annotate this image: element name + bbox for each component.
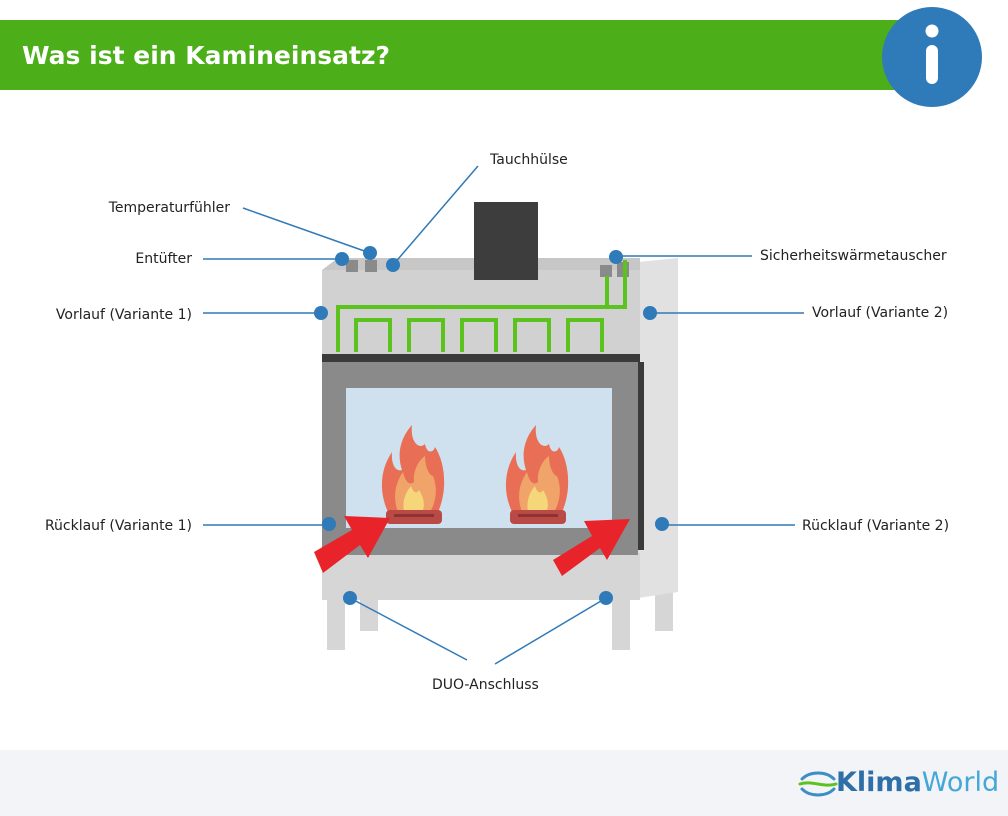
label-temperaturfuehler: Temperaturfühler <box>108 200 230 216</box>
klimaworld-logo-icon <box>798 771 838 797</box>
marker-dots <box>314 246 669 605</box>
flue-outlet <box>474 202 538 280</box>
door-edge <box>638 362 644 550</box>
info-icon <box>882 7 982 107</box>
sensor-block <box>600 265 612 277</box>
label-tauchhuelse: Tauchhülse <box>490 152 568 168</box>
label-vorlauf-variante-2: Vorlauf (Variante 2) <box>812 305 949 321</box>
sensor-block <box>346 260 358 272</box>
page-title: Was ist ein Kamineinsatz? <box>22 41 391 70</box>
fireplace-insert-diagram <box>203 165 804 665</box>
logo-text-klima: Klima <box>836 767 922 798</box>
viewing-glass <box>346 388 612 528</box>
base-housing <box>322 553 640 600</box>
fireplace-legs <box>327 590 673 650</box>
label-sicherheitswaermetauscher: Sicherheitswärmetauscher <box>760 248 947 264</box>
label-entluefter: Entüfter <box>135 251 192 267</box>
klimaworld-logo: KlimaWorld <box>836 765 999 801</box>
logo-text-world: World <box>921 767 1000 798</box>
heat-exchanger-housing <box>322 270 640 357</box>
label-duo-anschluss: DUO-Anschluss <box>432 677 539 693</box>
side-panel <box>638 258 678 598</box>
flame-left <box>381 425 445 524</box>
air-flow-arrow <box>314 516 390 573</box>
label-ruecklauf-variante-1: Rücklauf (Variante 1) <box>44 518 192 534</box>
label-vorlauf-variante-1: Vorlauf (Variante 1) <box>55 307 192 323</box>
label-ruecklauf-variante-2: Rücklauf (Variante 2) <box>802 518 950 534</box>
water-pipe <box>336 260 627 352</box>
header-bar <box>0 20 930 90</box>
leader-lines <box>203 165 804 665</box>
air-flow-arrow <box>553 519 630 576</box>
sensor-block <box>365 260 377 272</box>
door-lintel <box>322 354 640 362</box>
flame-right <box>505 425 569 524</box>
footer <box>0 750 1008 816</box>
